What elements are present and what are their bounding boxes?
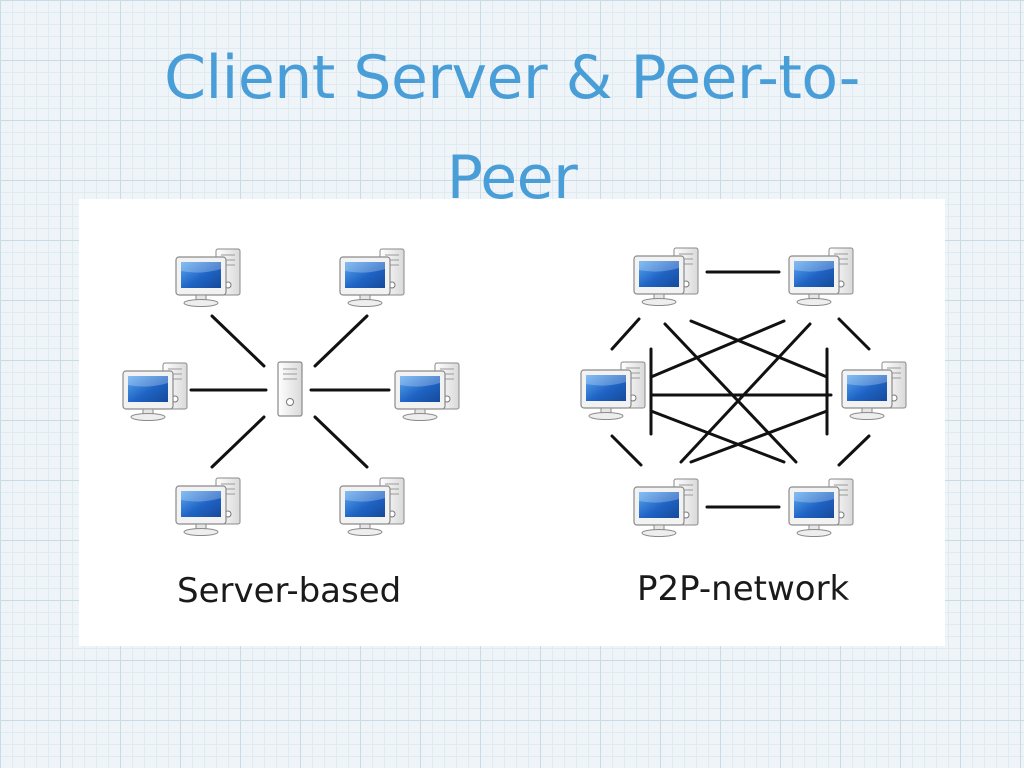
link-server-top-left bbox=[210, 314, 266, 368]
link-p2p bbox=[663, 322, 798, 464]
computer-icon bbox=[841, 361, 907, 421]
p2p-diagram bbox=[580, 247, 907, 538]
computer-icon bbox=[633, 478, 699, 538]
computer-icon bbox=[175, 477, 241, 537]
computer-icon bbox=[394, 362, 460, 422]
p2p-links bbox=[610, 270, 871, 509]
server-links bbox=[189, 314, 391, 469]
server-based-diagram bbox=[122, 248, 460, 537]
link-server-bottom-right bbox=[313, 415, 369, 469]
link-p2p bbox=[610, 317, 641, 351]
server-icon bbox=[277, 361, 303, 417]
computer-icon bbox=[175, 248, 241, 308]
computer-icon bbox=[788, 478, 854, 538]
link-p2p bbox=[689, 319, 829, 379]
link-p2p bbox=[610, 434, 643, 467]
link-p2p bbox=[649, 409, 786, 464]
computer-icon bbox=[122, 362, 188, 422]
link-p2p bbox=[689, 409, 829, 464]
slide-title-line-1: Client Server & Peer-to- bbox=[164, 43, 860, 113]
computer-icon bbox=[339, 477, 405, 537]
link-p2p bbox=[649, 319, 786, 379]
computer-icon bbox=[339, 248, 405, 308]
link-server-bottom-left bbox=[210, 415, 266, 469]
computer-icon bbox=[580, 361, 646, 421]
link-p2p bbox=[837, 434, 871, 467]
computer-icon bbox=[633, 247, 699, 307]
link-p2p bbox=[837, 317, 871, 351]
slide-title: Client Server & Peer-to- Peer bbox=[40, 28, 984, 228]
link-server-top-right bbox=[313, 314, 369, 368]
server-based-caption: Server-based bbox=[177, 571, 402, 611]
p2p-network-caption: P2P-network bbox=[637, 569, 850, 609]
link-p2p bbox=[679, 322, 812, 464]
network-diagrams bbox=[122, 247, 907, 538]
computer-icon bbox=[788, 247, 854, 307]
network-figure: Server-based P2P-network bbox=[79, 199, 945, 646]
